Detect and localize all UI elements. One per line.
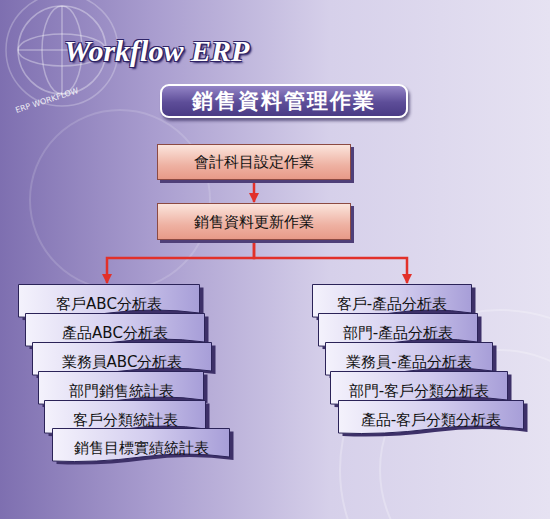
node-text: 客戶分類統計表 bbox=[73, 406, 178, 430]
title-text: 銷售資料管理作業 bbox=[192, 87, 376, 115]
node-text: 會計科目設定作業 bbox=[194, 152, 314, 172]
node-text: 業務員ABC分析表 bbox=[62, 348, 183, 372]
report-document: 產品-客戶分類分析表 bbox=[338, 400, 524, 436]
node-text: 部門-產品分析表 bbox=[343, 319, 453, 343]
flow-arrow bbox=[254, 240, 407, 283]
node-text: 產品-客戶分類分析表 bbox=[361, 406, 501, 430]
node-text: 部門銷售統計表 bbox=[69, 377, 174, 401]
node-text: 銷售資料更新作業 bbox=[194, 212, 314, 232]
node-text: 產品ABC分析表 bbox=[62, 319, 168, 343]
node-text: 業務員-產品分析表 bbox=[346, 348, 471, 372]
title-banner: 銷售資料管理作業 bbox=[160, 84, 408, 118]
logo-text: Workflow ERP bbox=[64, 34, 249, 68]
node-text: 客戶-產品分析表 bbox=[337, 290, 447, 314]
process-box: 會計科目設定作業 bbox=[157, 144, 351, 180]
node-text: 客戶ABC分析表 bbox=[56, 290, 162, 314]
flow-arrow bbox=[107, 240, 254, 283]
process-box: 銷售資料更新作業 bbox=[157, 203, 351, 240]
node-text: 部門-客戶分類分析表 bbox=[349, 377, 489, 401]
node-text: 銷售目標實績統計表 bbox=[74, 434, 209, 458]
report-document: 銷售目標實績統計表 bbox=[52, 428, 230, 464]
flow-arrow bbox=[253, 180, 256, 202]
